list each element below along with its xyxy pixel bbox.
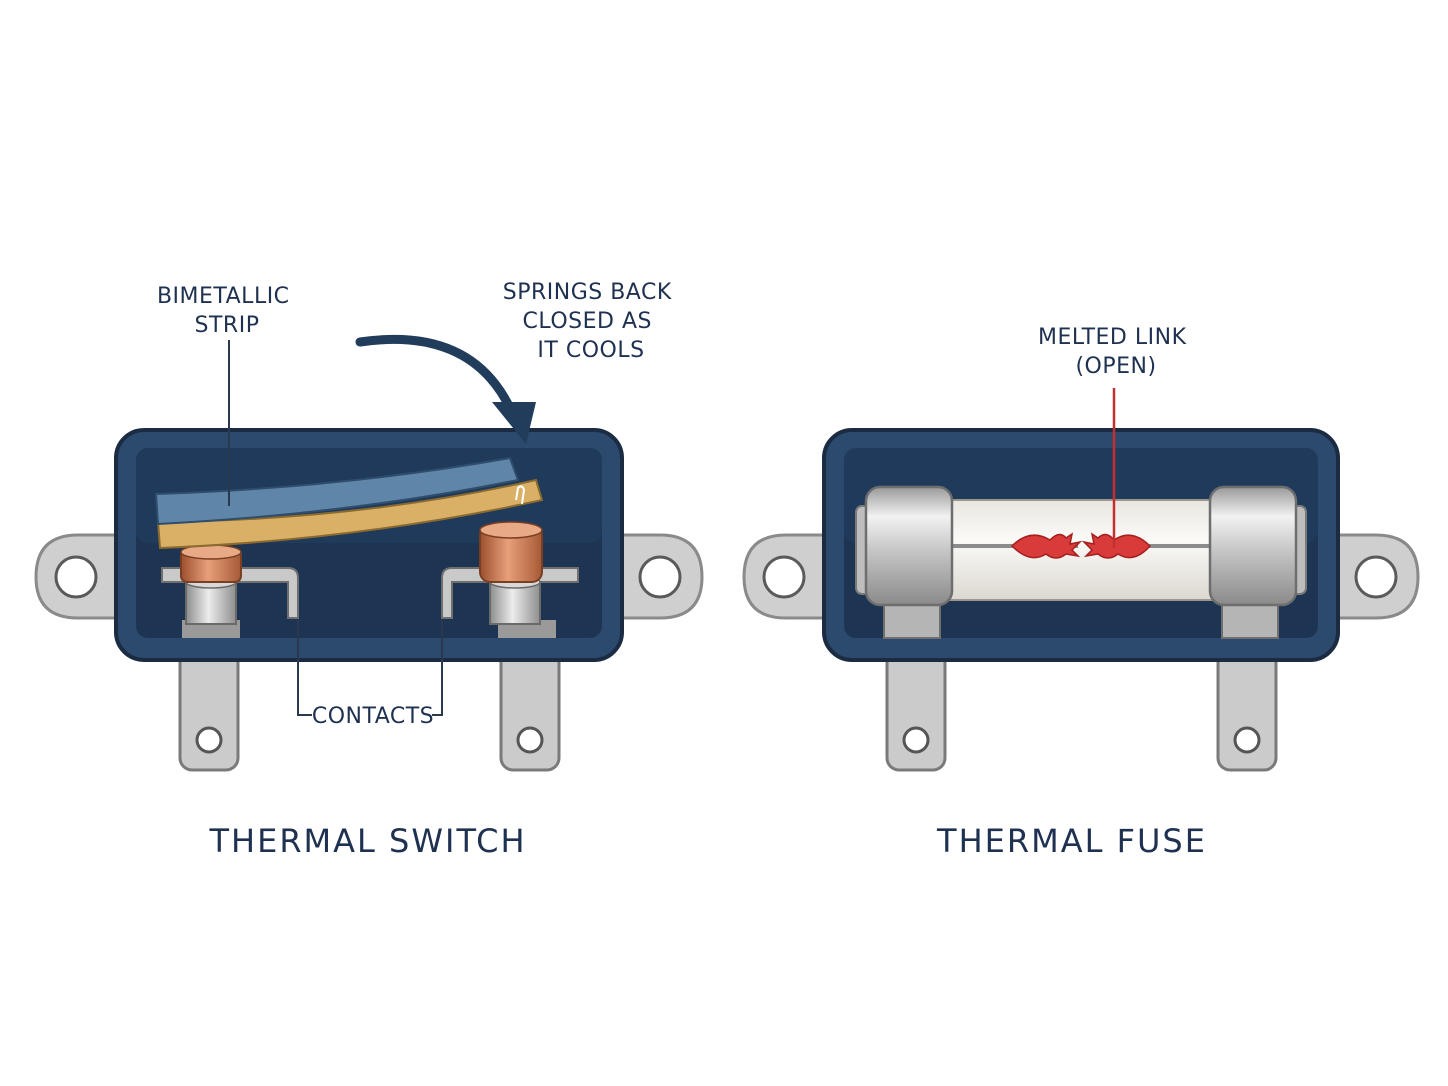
left-contact-post <box>185 581 237 625</box>
fuse-right-end-cap <box>1208 485 1298 607</box>
fuse-left-end-cap <box>864 485 954 607</box>
left-tab-hole <box>54 555 98 599</box>
bimetallic-strip-blue-layer <box>154 456 520 526</box>
melted-end-right <box>1081 532 1152 559</box>
right-contact-bracket <box>441 567 579 619</box>
melted-link-label: MELTED LINK (OPEN) <box>1038 325 1194 379</box>
thermal-switch: BIMETALLIC STRIP SPRINGS BACK CLOSED AS … <box>34 280 704 860</box>
springs-label: SPRINGS BACK CLOSED AS IT COOLS <box>503 280 680 363</box>
right-contact-post <box>489 581 541 625</box>
right-tab-hole <box>638 555 682 599</box>
melted-end-left <box>1010 532 1083 559</box>
springs-back-arrow <box>355 334 515 413</box>
bimetallic-strip-gold-layer <box>156 478 544 550</box>
thermal-switch-title: THERMAL SWITCH <box>208 822 526 860</box>
contacts-label: CONTACTS <box>312 704 434 729</box>
contacts-leader-left <box>297 620 312 716</box>
strip-hook <box>515 485 526 505</box>
fuse-glass-tube <box>939 499 1223 601</box>
fuse-right-tab-hole <box>1354 555 1398 599</box>
right-terminal-hole <box>516 726 544 754</box>
fuse-left-terminal-hole <box>902 726 930 754</box>
contacts-leader-right <box>432 620 443 716</box>
thermal-fuse-title: THERMAL FUSE <box>936 822 1207 860</box>
springs-back-arrowhead <box>492 402 536 444</box>
left-terminal-hole <box>195 726 223 754</box>
fuse-left-tab-hole <box>762 555 806 599</box>
strip-label: BIMETALLIC STRIP <box>157 284 297 338</box>
fuse-right-terminal-hole <box>1233 726 1261 754</box>
thermal-fuse: MELTED LINK (OPEN) THERMAL FUSE <box>742 325 1420 860</box>
